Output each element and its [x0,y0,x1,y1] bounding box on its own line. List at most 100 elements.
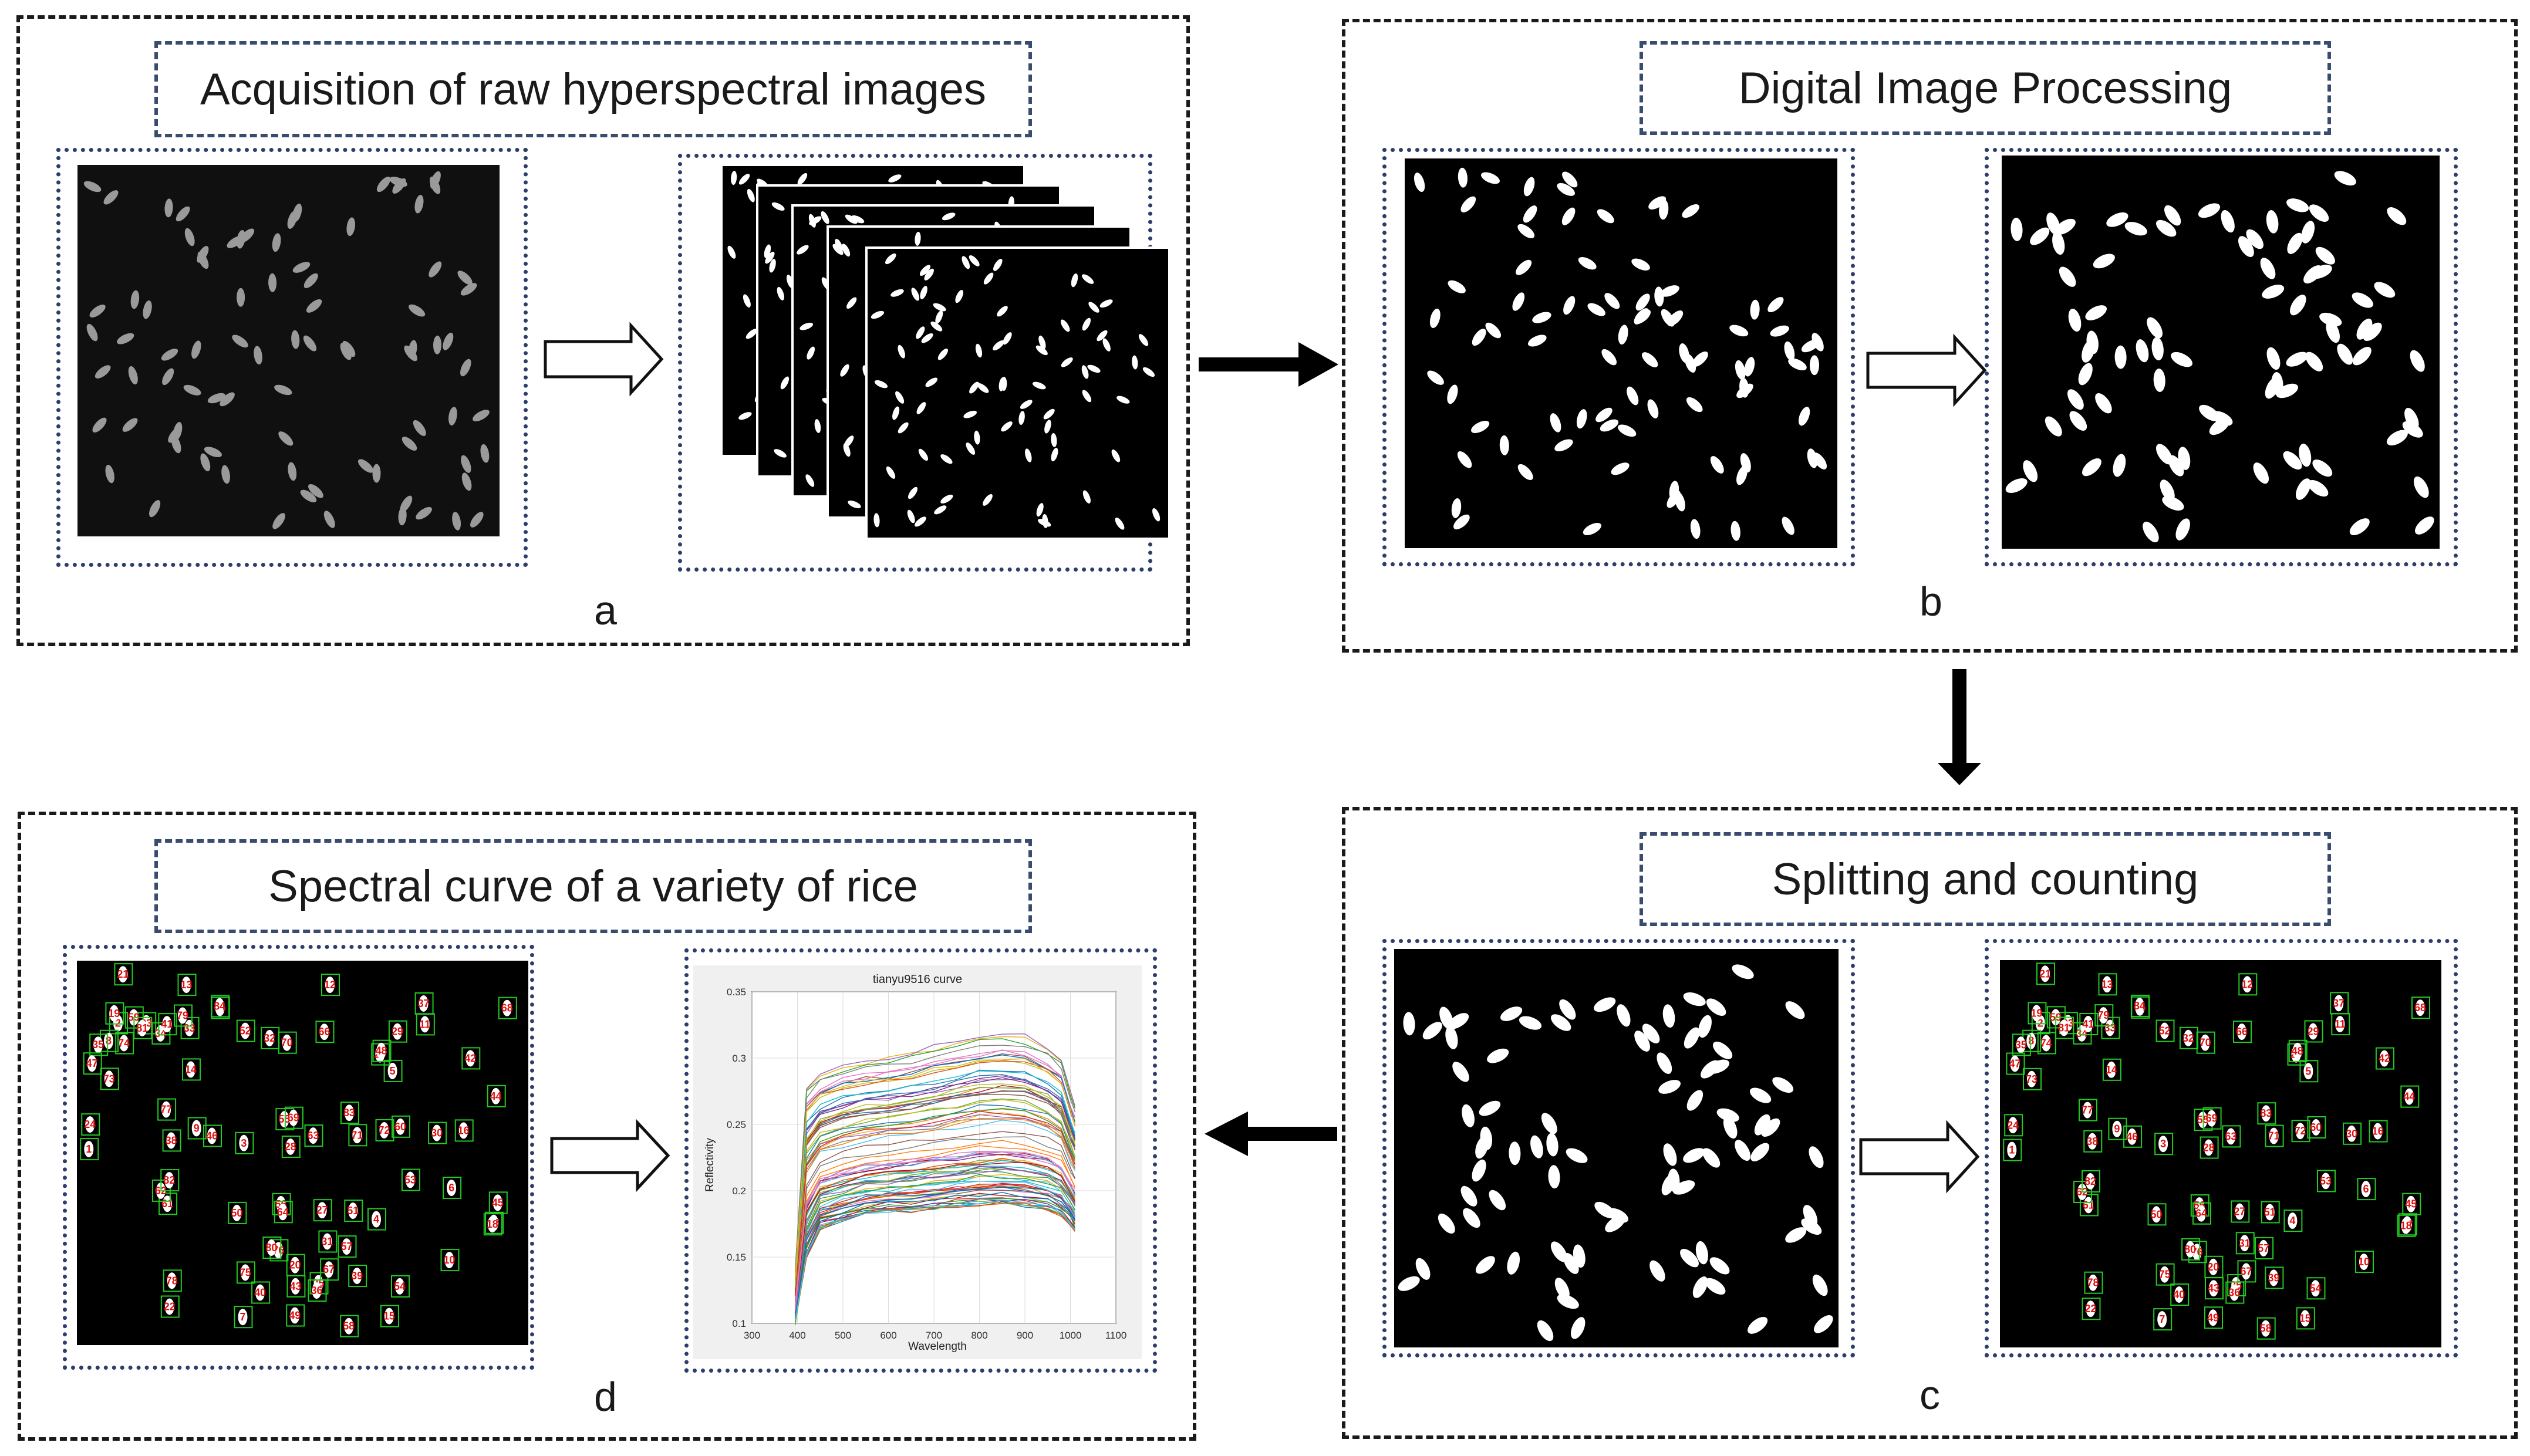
rice-grain [2124,222,2147,236]
rice-grain [2136,339,2149,363]
rice-grain [1422,1022,1442,1040]
rice-grain [414,195,424,214]
rice-grain [87,1055,97,1072]
grain-79: 79 [174,1004,193,1027]
grain-label: 66 [2236,1026,2248,1038]
grain-bbox [236,1261,255,1284]
rice-grain [774,449,787,458]
grain-bbox [2204,1306,2223,1329]
grain-bbox [372,1039,392,1062]
grain-label: 13 [2101,978,2113,990]
grain-41: 41 [2079,1013,2099,1035]
rice-grain [1739,377,1749,398]
grain-label: 39 [2268,1272,2279,1283]
rice-grain [1767,297,1784,313]
rice-grain [1548,1165,1560,1189]
rice-grain [2379,1050,2389,1067]
grain-label: 15 [383,1310,395,1322]
rice-grain [1634,309,1651,325]
rice-grain [786,275,794,289]
spectral-series-line [794,1151,1075,1306]
rice-grain [176,206,190,222]
rice-grain [1462,1104,1475,1127]
grain-bbox [2108,1117,2127,1140]
grain-bbox [211,995,230,1018]
rice-grain [1662,1004,1675,1028]
spectral-series-line [794,1174,1075,1316]
rice-grain [2416,999,2425,1016]
grain-label: 55 [278,1113,290,1125]
grain-label: 72 [378,1124,390,1136]
grain-label: 49 [289,1310,301,1322]
rice-grain [104,1070,114,1087]
grain-label: 18 [487,1218,498,1230]
rice-grain [1099,299,1113,308]
grain-4: 4 [367,1208,386,1231]
grain-bbox [2082,1170,2100,1192]
grain-label: 83 [343,1107,355,1119]
grain-label: 11 [2335,1018,2346,1030]
grain-label: 28 [2203,1142,2215,1154]
rice-grain [2026,1032,2036,1049]
grain-bbox [284,1106,303,1129]
rice-grain [1683,1148,1705,1163]
rice-grain [1414,173,1425,192]
grain-bbox [2235,1232,2255,1255]
y-tick-label: 0.1 [732,1318,746,1329]
rice-grain [1788,358,1807,371]
rice-grain [1427,370,1444,385]
chart-title: tianyu9516 curve [873,973,962,986]
rice-grain [1487,1048,1509,1063]
grain-39: 39 [348,1265,367,1288]
grain-bbox [151,1022,171,1045]
rice-grain [239,1134,249,1151]
rice-grain [907,509,915,523]
rice-grain [2093,254,2115,269]
rice-grain [933,303,946,312]
grain-40: 40 [2170,1283,2190,1306]
grain-bbox [2079,1194,2099,1217]
rice-grain [2082,340,2095,363]
rice-grain [1071,273,1078,288]
rice-grain [1698,1015,1712,1038]
rice-grain [2276,383,2299,398]
rice-grain [1601,349,1617,366]
rice-grain [974,430,980,445]
enhanced-binary-image [2002,156,2440,549]
x-tick-label: 400 [789,1330,805,1341]
grain-bbox [2261,1201,2280,1224]
spectral-series-line [794,1168,1075,1314]
rice-grain [2415,516,2434,535]
grain-66: 66 [315,1021,335,1043]
rice-grain [892,406,900,420]
grain-bbox [2079,1099,2097,1121]
rice-grain [2295,1123,2305,1140]
grain-label: 24 [2007,1119,2019,1131]
rice-grain [1115,517,1125,530]
rice-grain [86,323,98,342]
rice-grain [955,290,964,303]
rice-grain [1594,997,1616,1012]
grain-label: 7 [2159,1313,2165,1325]
rice-grain [1471,420,1490,434]
grain-70: 70 [2196,1031,2215,1054]
rice-grain [433,335,442,354]
grain-48: 48 [372,1039,392,1062]
rice-grain [743,294,751,308]
grain-label: 6 [448,1182,454,1194]
rice-grain [2334,171,2356,186]
grain-bbox [163,1269,182,1292]
spectral-series-line [794,1069,1075,1284]
rice-grain [1061,357,1073,367]
rice-grain [935,310,943,324]
grain-bbox [2155,1019,2175,1042]
rice-grain [1398,1276,1420,1291]
spectral-series-line [794,1198,1075,1321]
grain-bbox [2307,1116,2326,1139]
grain-label: 20 [2207,1261,2219,1273]
rice-grain [2008,1117,2018,1134]
grain-3: 3 [235,1131,254,1154]
rice-grain [207,1127,217,1144]
grain-78: 78 [163,1269,182,1292]
grain-label: 3 [241,1137,247,1149]
